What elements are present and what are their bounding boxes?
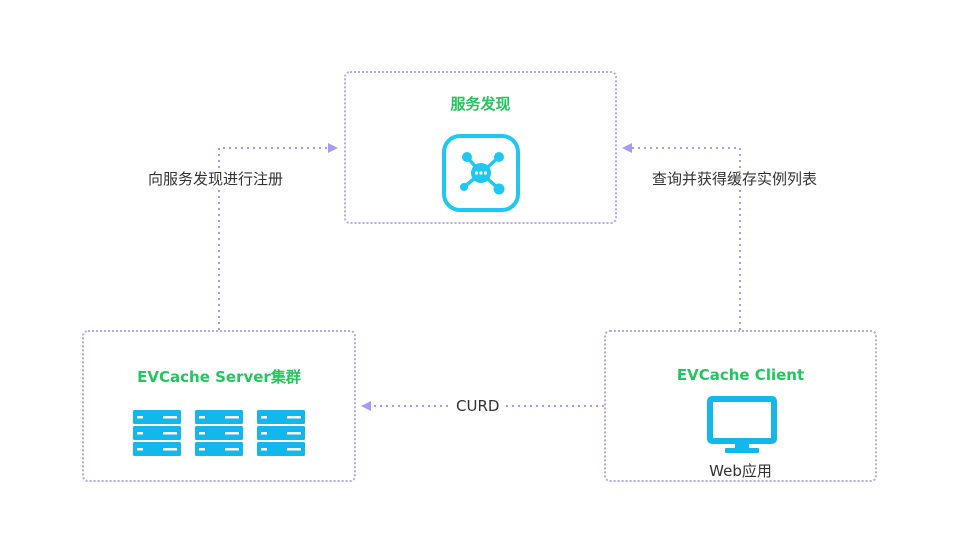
client-node: EVCache Client Web应用 [604, 330, 877, 482]
server-rack-icon [133, 410, 305, 456]
query-label: 查询并获得缓存实例列表 [650, 168, 820, 189]
register-label: 向服务发现进行注册 [146, 168, 286, 189]
discovery-node: 服务发现 [344, 71, 617, 224]
query-connector [622, 143, 741, 330]
server-cluster-title: EVCache Server集群 [137, 368, 301, 386]
register-connector [218, 143, 338, 330]
curd-label: CURD [452, 397, 504, 415]
client-caption: Web应用 [709, 462, 772, 480]
discovery-title: 服务发现 [450, 95, 511, 113]
client-title: EVCache Client [676, 366, 805, 384]
service-discovery-hub-icon [442, 134, 520, 212]
server-cluster-node: EVCache Server集群 [82, 330, 356, 482]
monitor-icon [707, 396, 777, 453]
server-stack [133, 410, 181, 456]
